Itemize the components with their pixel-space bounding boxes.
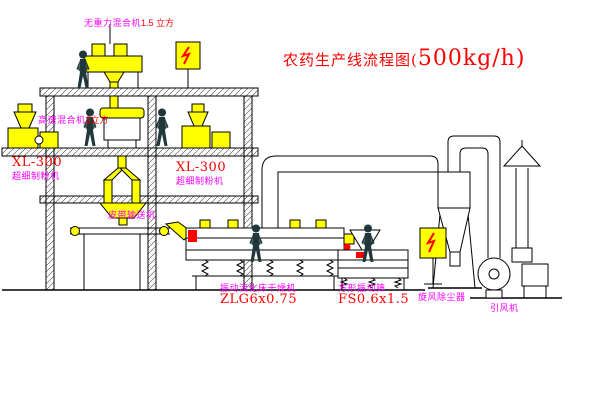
panel-warning-icon [425, 232, 436, 253]
mill-left [7, 103, 59, 149]
label-gravity-mixer: 无重力混合机1.5 立方 [84, 13, 174, 31]
label-sieve: 方形振动筛 FS0.6x1.5 [338, 283, 409, 308]
dryer-model: ZLG6x0.75 [220, 292, 298, 308]
gravity-mixer [83, 24, 143, 111]
mill-mid [181, 103, 231, 149]
sieve-red-box [356, 252, 364, 258]
title-text: 农药生产线流程图( [283, 51, 418, 69]
gravity-mixer-name: 无重力混合机 [84, 18, 142, 28]
label-dryer: 振动流化床干燥机 ZLG6x0.75 [220, 283, 297, 308]
sieve-red-dot [343, 243, 351, 251]
induced-draft-fan-art [477, 140, 549, 299]
exhaust-duct [261, 155, 439, 228]
control-panel-2 [419, 227, 447, 285]
person-icon [155, 108, 169, 146]
sieve-model: FS0.6x1.5 [338, 292, 410, 308]
label-mill-mid: XL-300 超细制粉机 [176, 160, 227, 186]
belt-conveyor-art [70, 221, 193, 290]
building-frame [1, 87, 259, 291]
high-speed-mixer [98, 107, 148, 226]
dryer-name: 振动流化床干燥机 [220, 283, 297, 293]
diagram-title: 农药生产线流程图(500kg/h) [283, 46, 525, 71]
high-speed-mixer-name: 高速混合机 [38, 115, 86, 125]
label-fan: 引风机 [490, 298, 519, 316]
title-capacity: 500kg/h) [417, 46, 526, 71]
dryer-inlet-red [188, 230, 197, 242]
belt-conveyor-name: 皮带输送机 [108, 210, 156, 220]
sieve-name: 方形振动筛 [338, 283, 386, 293]
fan-name: 引风机 [490, 303, 519, 313]
high-speed-mixer-size: 3立方 [85, 115, 109, 125]
mill-left-model: XL-300 [12, 155, 63, 170]
label-mill-left: XL-300 超细制粉机 [12, 155, 63, 181]
ground-lines [2, 287, 562, 299]
label-belt-conveyor: 皮带输送机 [108, 205, 156, 223]
label-cyclone: 旋风除尘器 [418, 287, 466, 305]
label-high-speed-mixer: 高速混合机3立方 [38, 110, 109, 128]
mill-mid-name: 超细制粉机 [176, 175, 224, 186]
fluid-bed-dryer [185, 219, 345, 290]
panel-warning-icon [180, 46, 191, 65]
mill-mid-model: XL-300 [176, 160, 227, 175]
mill-left-name: 超细制粉机 [12, 170, 60, 181]
gravity-mixer-size: 1.5 立方 [141, 18, 175, 28]
control-panel-1 [175, 41, 201, 89]
cyclone-name: 旋风除尘器 [418, 292, 466, 302]
